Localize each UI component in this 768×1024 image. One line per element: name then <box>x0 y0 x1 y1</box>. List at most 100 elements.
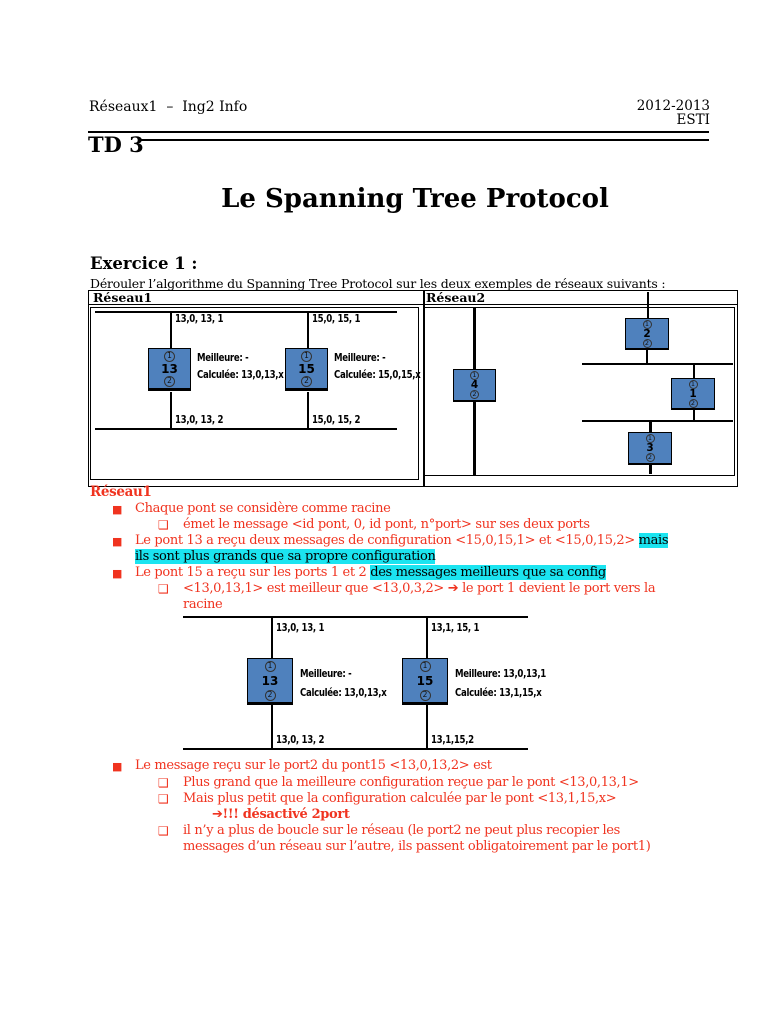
bridge13-top-link <box>170 312 172 348</box>
bpdu-label: 13,0, 13, 2 <box>175 414 224 426</box>
note-text: Le pont 15 a reçu sur les ports 1 et 2 <box>135 565 371 580</box>
bridge3-bottom-link <box>649 465 652 474</box>
note-line: Le message reçu sur le port2 du pont15 <… <box>135 758 492 773</box>
best-config-label: Meilleure: - <box>334 352 386 364</box>
port-1-badge: 1 <box>688 380 698 389</box>
bridge15-top-link <box>426 618 428 658</box>
td-heading: TD 3 <box>88 132 144 157</box>
lan-top-line <box>183 616 528 618</box>
bridge15-bottom-link <box>426 705 428 748</box>
bpdu-label: 15,0, 15, 2 <box>312 414 361 426</box>
bridge-id: 15 <box>298 361 315 376</box>
note-line: racine <box>183 597 223 612</box>
header-course: Réseaux1 – Ing2 Info <box>89 99 248 115</box>
bridge2-bottom-link <box>646 350 648 364</box>
bullet-hollow-icon: ❑ <box>158 792 169 806</box>
note-line: émet le message <id pont, 0, id pont, n°… <box>183 517 590 532</box>
bpdu-label: 15,0, 15, 1 <box>312 313 361 325</box>
bridge13-bottom-link <box>170 392 172 429</box>
lan-b-line <box>582 420 733 422</box>
note-line: ils sont plus grands que sa propre confi… <box>135 549 436 564</box>
port-1-badge: 1 <box>645 434 655 443</box>
note-line: Mais plus petit que la configuration cal… <box>183 791 617 806</box>
bpdu-label: 13,0, 13, 1 <box>276 622 325 634</box>
port-2-badge: 2 <box>470 390 479 399</box>
port-1-badge: 1 <box>301 350 312 362</box>
note-line: Chaque pont se considère comme racine <box>135 501 391 516</box>
bridge-id: 2 <box>643 328 651 340</box>
bridge1-bottom-link <box>693 410 695 421</box>
best-config-label: Meilleure: 13,0,13,1 <box>455 668 546 680</box>
lan-a-line <box>582 363 733 365</box>
port-2-badge: 2 <box>419 690 431 701</box>
port-1-badge: 1 <box>470 371 479 380</box>
computed-config-label: Calculée: 13,1,15,x <box>455 687 542 699</box>
bridge-15: 1 15 2 <box>285 348 328 391</box>
port-2-badge: 2 <box>301 376 312 387</box>
port-2-badge: 2 <box>642 339 652 348</box>
bullet-filled-icon: ■ <box>112 567 123 580</box>
notes-net1-heading: Réseau1 <box>90 484 152 500</box>
note-line: Le pont 15 a reçu sur les ports 1 et 2 d… <box>135 565 606 580</box>
bridge-id: 1 <box>689 388 697 400</box>
bullet-hollow-icon: ❑ <box>158 582 169 596</box>
note-line: messages d’un réseau sur l’autre, ils pa… <box>183 839 651 854</box>
bullet-filled-icon: ■ <box>112 503 123 516</box>
computed-config-label: Calculée: 15,0,15,x <box>334 369 421 381</box>
bullet-hollow-icon: ❑ <box>158 824 169 838</box>
table-column-divider <box>423 291 425 486</box>
bridge13-bottom-link <box>271 705 273 748</box>
note-text: Le pont 13 a reçu deux messages de confi… <box>135 533 639 548</box>
bpdu-label: 13,0, 13, 2 <box>276 734 325 746</box>
bridge-13: 1 13 2 <box>148 348 191 391</box>
exercise-heading: Exercice 1 : <box>90 254 198 273</box>
bridge-1: 1 1 2 <box>671 378 715 410</box>
network1-diagram: 13,0, 13, 1 15,0, 15, 1 13,0, 13, 2 15,0… <box>90 307 421 480</box>
note-highlight: des messages meilleurs que sa config <box>370 565 606 580</box>
note-line: il n’y a plus de boucle sur le réseau (l… <box>183 823 620 838</box>
bpdu-label: 13,0, 13, 1 <box>175 313 224 325</box>
bridge-13: 1 13 2 <box>247 658 293 705</box>
note-arrow-line: ➔!!! désactivé 2port <box>212 807 350 822</box>
port-2-badge: 2 <box>164 376 175 387</box>
computed-config-label: Calculée: 13,0,13,x <box>197 369 284 381</box>
bridge-3: 1 3 2 <box>628 432 672 465</box>
bullet-hollow-icon: ❑ <box>158 776 169 790</box>
port-2-badge: 2 <box>645 453 655 462</box>
bridge13-top-link <box>271 618 273 658</box>
best-config-label: Meilleure: - <box>300 668 352 680</box>
lan-bottom-line <box>183 748 528 750</box>
header-year: 2012-2013 <box>636 98 710 114</box>
note-highlight: mais <box>638 533 669 548</box>
note-line: Plus grand que la meilleure configuratio… <box>183 775 639 790</box>
net1-header: Réseau1 <box>93 290 153 305</box>
port-1-badge: 1 <box>419 660 431 672</box>
bridge15-bottom-link <box>307 392 309 429</box>
bridge-id: 3 <box>646 442 654 454</box>
header-rule <box>88 131 709 133</box>
bridge15-top-link <box>307 312 309 348</box>
computed-config-label: Calculée: 13,0,13,x <box>300 687 387 699</box>
lan-top-line <box>95 311 397 313</box>
bridge-15: 1 15 2 <box>402 658 448 705</box>
bridge-id: 15 <box>416 673 434 688</box>
table-header-divider <box>89 303 737 306</box>
exercise-intro: Dérouler l’algorithme du Spanning Tree P… <box>90 276 666 291</box>
note-line: Le pont 13 a reçu deux messages de confi… <box>135 533 669 548</box>
header-school: ESTI <box>676 112 710 128</box>
best-config-label: Meilleure: - <box>197 352 249 364</box>
bridge-id: 4 <box>470 379 479 391</box>
bridge3-top-link <box>649 421 652 432</box>
port-1-badge: 1 <box>264 660 276 672</box>
net2-header: Réseau2 <box>426 290 486 305</box>
page-title: Le Spanning Tree Protocol <box>221 184 609 214</box>
note-line: <13,0,13,1> est meilleur que <13,0,3,2> … <box>183 581 656 596</box>
network2-diagram: 1 4 2 1 2 2 1 1 2 1 3 2 <box>424 307 735 476</box>
td-rule <box>139 139 709 141</box>
bullet-filled-icon: ■ <box>112 760 123 773</box>
bridge-4: 1 4 2 <box>453 369 496 402</box>
networks-table: Réseau1 Réseau2 13,0, 13, 1 15,0, 15, 1 … <box>88 290 738 487</box>
bullet-filled-icon: ■ <box>112 535 123 548</box>
bpdu-label: 13,1,15,2 <box>431 734 474 746</box>
